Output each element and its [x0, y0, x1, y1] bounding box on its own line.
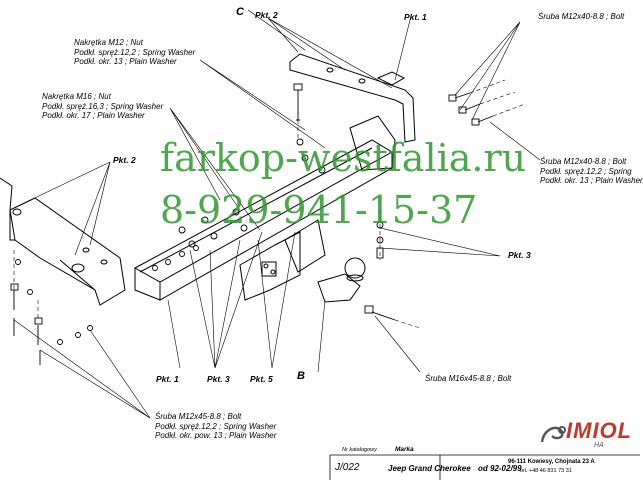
label-line: Śruba M16x45-8.8 ; Bolt [425, 374, 512, 383]
label-line: Podkł. okr. 13 ; Plain Washer [540, 176, 643, 185]
label-line: Nakrętka M16 ; Nut [42, 92, 111, 101]
label-bolt-right: Śruba M12x40-8.8 ; Bolt Podkł. spręż.12,… [540, 157, 643, 186]
pkt-2-top: Pkt. 2 [255, 10, 278, 20]
bracket-c [289, 53, 416, 143]
footer-marka-label: Marka [395, 446, 414, 453]
label-line: Śruba M12x40-8.8 ; Bolt [538, 12, 625, 21]
assembly-lines [13, 79, 526, 329]
watermark-phone: 8-929-941-15-37 [160, 188, 478, 232]
label-line: Śruba M12x40-8.8 ; Bolt [540, 157, 627, 166]
leader-lines [13, 9, 541, 419]
label-bolt-m16: Śruba M16x45-8.8 ; Bolt [425, 374, 511, 384]
pkt-1-top: Pkt. 1 [404, 12, 427, 22]
pkt-3-bottom: Pkt. 3 [207, 374, 230, 384]
label-line: Podkł. spręż.12,2 ; Spring Washer [74, 47, 196, 57]
bolts [10, 83, 494, 365]
watermark-site: farkop-westfalia.ru [160, 136, 527, 180]
label-line: Podkł. okr. 17 ; Plain Washer [42, 111, 145, 120]
footer-nr-label: Nr katalogowy [342, 447, 377, 453]
brand-logo-mark [540, 426, 566, 443]
label-line: Podkł. spręż.12,2 ; Spring Washer [155, 421, 277, 431]
tow-ball [317, 257, 366, 303]
label-line: Podkł. spręż.12,2 ; Spring [540, 166, 632, 176]
footer-model: Jeep Grand Cherokee [388, 464, 471, 473]
brand-name: IMIOL [566, 418, 633, 443]
footer-frame [329, 454, 640, 480]
centre-receiver [239, 219, 326, 301]
footer-tel: tel. +48 46 831 73 31 [520, 468, 572, 474]
bracket-left [0, 177, 126, 306]
brand-suffix: HA [594, 442, 604, 449]
crossbar [133, 139, 393, 301]
pkt-1-bottom: Pkt. 1 [156, 374, 179, 384]
callout-c: C [236, 6, 244, 18]
label-line: Śruba M12x45-8.8 ; Bolt [155, 412, 242, 421]
footer-address: 96-111 Kowiesy, Chojnata 23 A [508, 459, 595, 465]
label-nut-m16: Nakrętka M16 ; Nut Podkł. spręż.16,3 ; S… [42, 92, 163, 121]
label-bolt-top: Śruba M12x40-8.8 ; Bolt [538, 12, 624, 22]
pkt-3-right: Pkt. 3 [508, 250, 531, 260]
pkt-2-left: Pkt. 2 [113, 155, 136, 165]
callout-b: B [297, 370, 305, 382]
footer-code: J/022 [335, 462, 360, 473]
footer-years: od 92-02/99 [478, 464, 522, 473]
side-plate [349, 115, 396, 171]
pkt-5-bottom: Pkt. 5 [250, 374, 273, 384]
label-nut-m12: Nakrętka M12 ; Nut Podkł. spręż.12,2 ; S… [74, 38, 195, 67]
label-line: Nakrętka M12 ; Nut [74, 38, 143, 47]
label-bolt-m12x45: Śruba M12x45-8.8 ; Bolt Podkł. spręż.12,… [155, 412, 276, 441]
label-line: Podkł. spręż.16,3 ; Spring Washer [42, 101, 164, 111]
label-line: Podkł. okr. 13 ; Plain Washer [74, 57, 177, 66]
label-line: Podkł. okr. pow. 13 ; Plain Washer [155, 431, 277, 440]
